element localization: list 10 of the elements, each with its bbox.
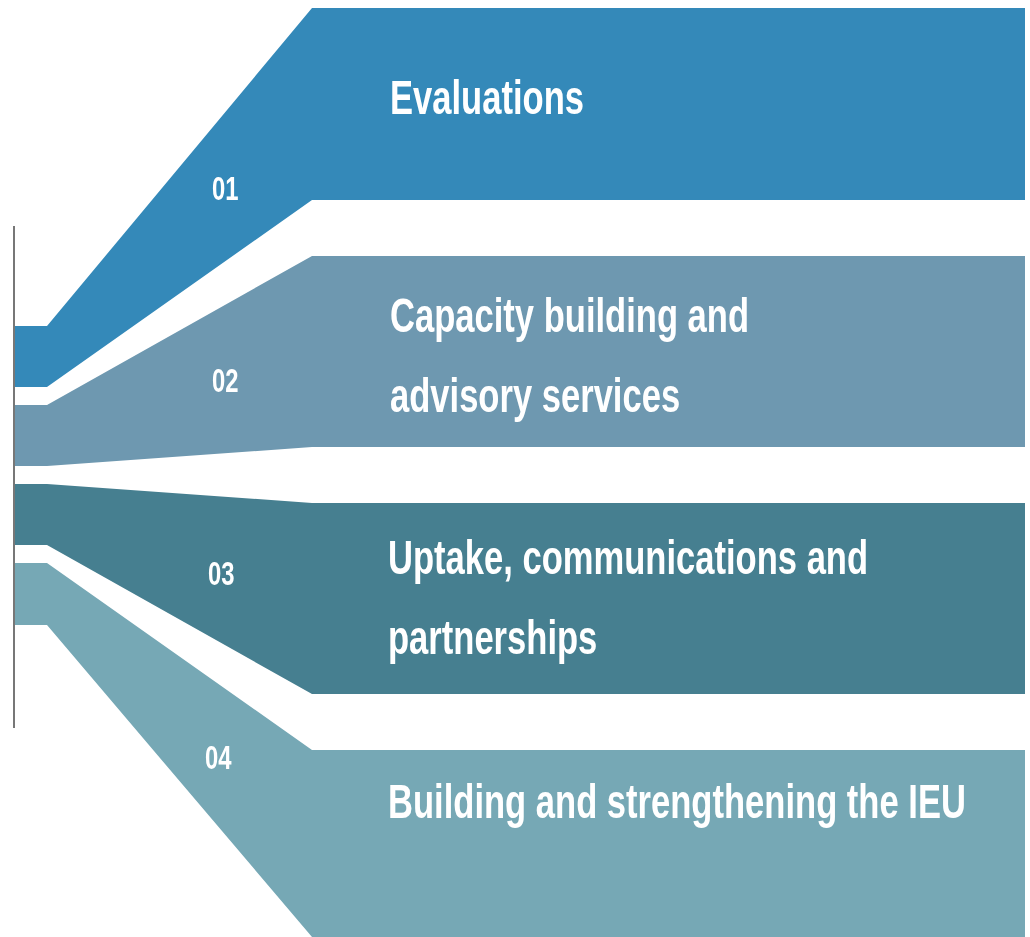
band-title: Building and strengthening the IEU: [388, 774, 967, 830]
step-number: 02: [212, 360, 239, 400]
step-number: 01: [212, 168, 239, 208]
ribbon-band: [15, 484, 1025, 694]
ribbon-band: [15, 256, 1025, 466]
band-title: Capacity building and advisory services: [390, 288, 751, 424]
step-number: 04: [205, 737, 232, 777]
step-number: 03: [208, 553, 235, 593]
band-title: Uptake, communications and partnerships: [388, 530, 870, 666]
band-title: Evaluations: [390, 70, 585, 126]
